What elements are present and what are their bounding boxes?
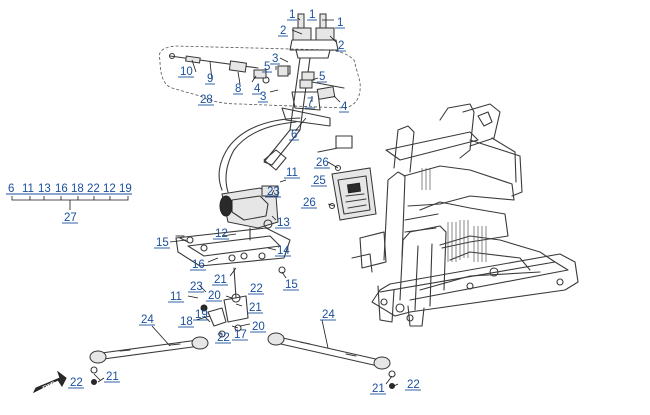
kit-item: 6 bbox=[8, 183, 14, 195]
vehicle-frame bbox=[351, 103, 579, 327]
callout-23: 23 bbox=[267, 186, 280, 198]
callout-15: 15 bbox=[285, 279, 298, 291]
callout-25: 25 bbox=[313, 175, 326, 187]
callout-4: 4 bbox=[254, 83, 261, 95]
callout-22: 22 bbox=[217, 332, 230, 344]
callout-14: 14 bbox=[277, 245, 290, 257]
callout-1: 1 bbox=[289, 9, 295, 21]
callout-19: 19 bbox=[195, 309, 208, 321]
callout-8: 8 bbox=[235, 83, 241, 95]
tie-rod-right bbox=[267, 332, 396, 389]
eps-controller bbox=[328, 164, 377, 221]
callout-28: 28 bbox=[200, 94, 213, 106]
fwd-label: FWD bbox=[42, 381, 58, 393]
steering-column bbox=[218, 13, 353, 193]
callout-26: 26 bbox=[303, 197, 316, 209]
callout-11: 11 bbox=[286, 167, 298, 179]
callout-13: 13 bbox=[277, 217, 290, 229]
callout-24: 24 bbox=[322, 309, 335, 321]
callout-11: 11 bbox=[170, 291, 182, 303]
callout-9: 9 bbox=[207, 73, 213, 85]
callout-20: 20 bbox=[252, 321, 265, 333]
kit-group-outline bbox=[158, 45, 361, 109]
callout-23: 23 bbox=[190, 281, 203, 293]
kit-item: 11 bbox=[22, 183, 34, 195]
harness-parts bbox=[168, 52, 345, 100]
callout-24: 24 bbox=[141, 314, 154, 326]
callout-26: 26 bbox=[316, 157, 329, 169]
callout-22: 22 bbox=[70, 377, 83, 389]
callout-2: 2 bbox=[280, 25, 286, 37]
callout-7: 7 bbox=[307, 97, 313, 109]
kit-item: 16 bbox=[55, 183, 68, 195]
callout-4: 4 bbox=[341, 101, 348, 113]
kit-label: 27 bbox=[64, 212, 77, 224]
leader-lines bbox=[93, 17, 399, 387]
callout-12: 12 bbox=[215, 228, 228, 240]
kit-item: 18 bbox=[71, 183, 84, 195]
kit-item: 13 bbox=[38, 183, 51, 195]
callout-5: 5 bbox=[319, 71, 325, 83]
callout-3: 3 bbox=[260, 91, 266, 103]
callout-21: 21 bbox=[106, 371, 119, 383]
callouts: 1 1 1 2 2 3 3 4 4 5 5 6 7 8 9 10 11 11 bbox=[6, 9, 421, 395]
callout-3: 3 bbox=[272, 53, 278, 65]
callout-5: 5 bbox=[264, 61, 270, 73]
kit-item: 22 bbox=[87, 183, 100, 195]
rack-bracket bbox=[175, 227, 291, 274]
callout-18: 18 bbox=[180, 316, 193, 328]
kit-item: 19 bbox=[119, 183, 132, 195]
callout-15: 15 bbox=[156, 237, 169, 249]
callout-20: 20 bbox=[208, 290, 221, 302]
kit-27-group bbox=[11, 196, 129, 210]
callout-16: 16 bbox=[192, 259, 205, 271]
tie-rod-left bbox=[89, 336, 209, 385]
callout-21: 21 bbox=[372, 383, 385, 395]
forward-arrow-icon: FWD bbox=[32, 370, 67, 394]
power-steering-unit bbox=[219, 185, 279, 241]
kit-item: 12 bbox=[103, 183, 116, 195]
callout-10: 10 bbox=[180, 66, 193, 78]
callout-22: 22 bbox=[407, 379, 420, 391]
callout-1: 1 bbox=[337, 17, 343, 29]
callout-17: 17 bbox=[234, 329, 247, 341]
callout-6: 6 bbox=[291, 129, 297, 141]
center-linkage bbox=[200, 267, 249, 338]
callout-2: 2 bbox=[338, 40, 344, 52]
callout-22: 22 bbox=[250, 283, 263, 295]
callout-21: 21 bbox=[249, 302, 262, 314]
callout-21: 21 bbox=[214, 274, 227, 286]
callout-1: 1 bbox=[309, 9, 315, 21]
